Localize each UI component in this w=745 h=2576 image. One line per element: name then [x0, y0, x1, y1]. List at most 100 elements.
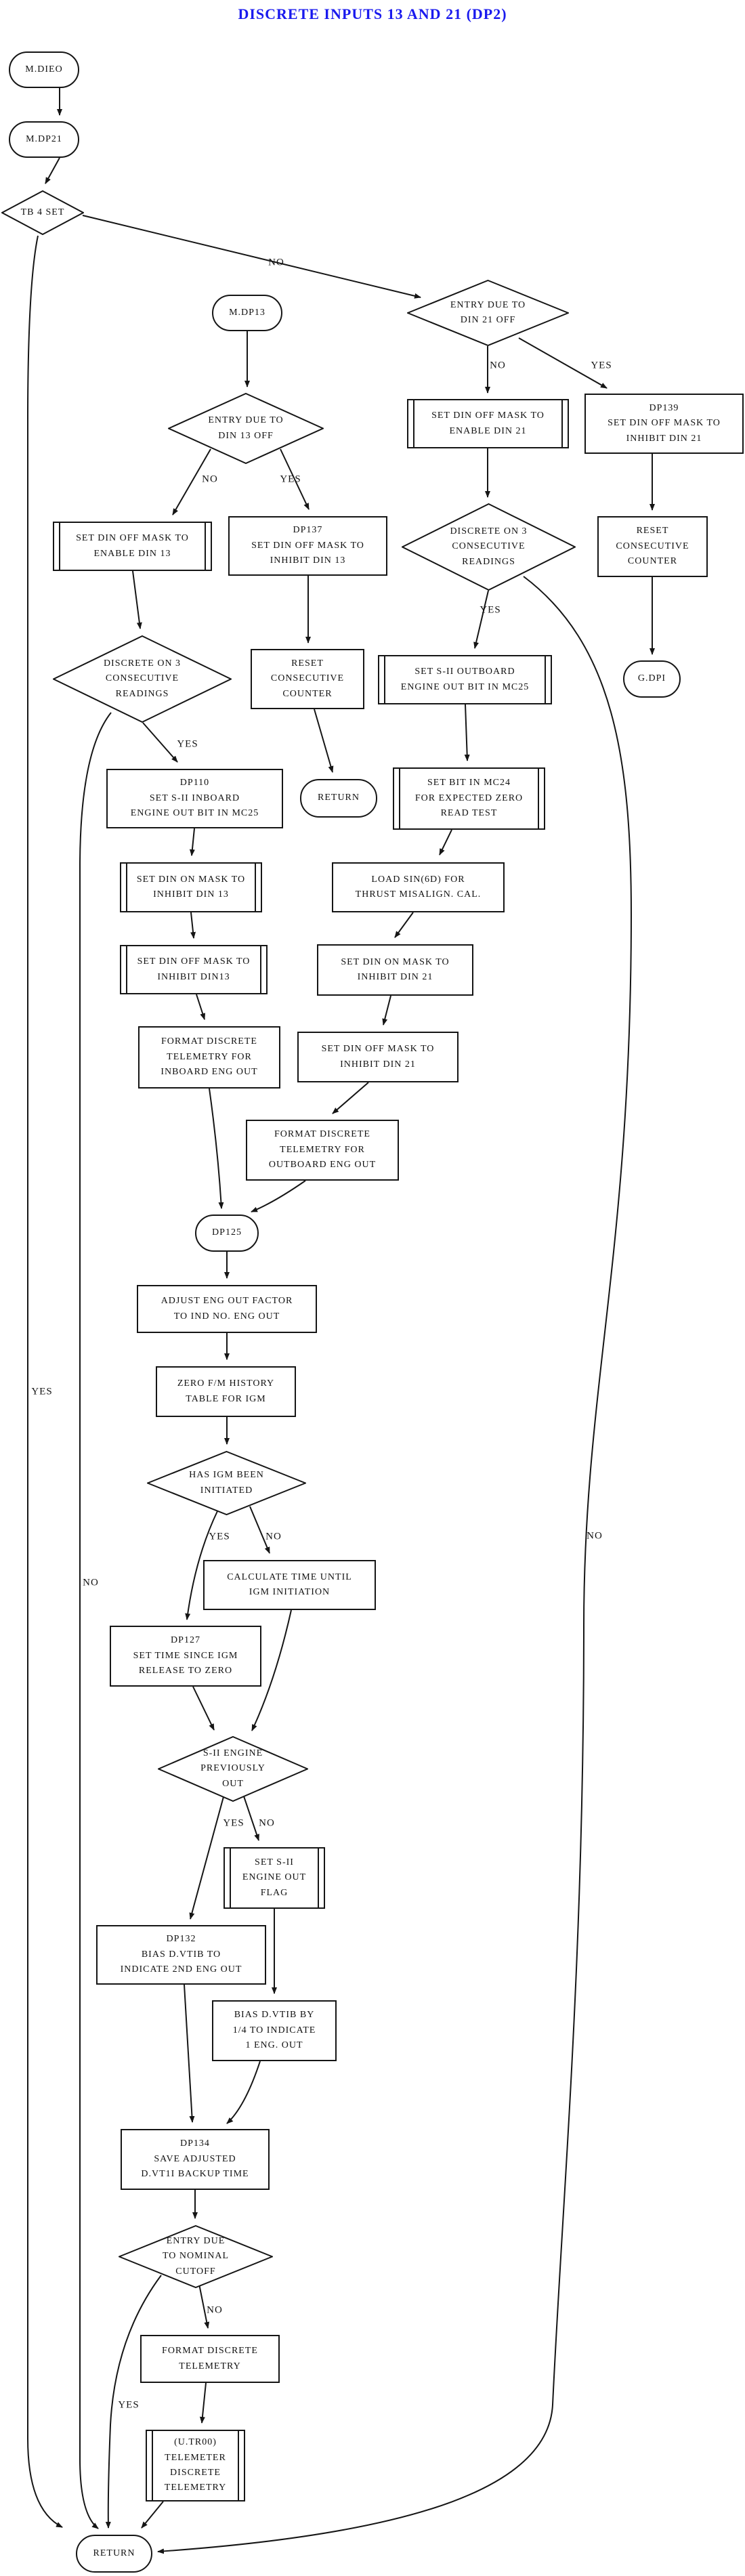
node-adjust: ADJUST ENG OUT FACTOR TO IND NO. ENG OUT: [137, 1285, 317, 1333]
node-label: FORMAT DISCRETE TELEMETRY FOR INBOARD EN…: [161, 1036, 258, 1078]
node-bias14: BIAS D.VTIB BY 1/4 TO INDICATE 1 ENG. OU…: [212, 2000, 337, 2061]
node-gdpi: G.DPI: [623, 660, 681, 698]
node-label: DP132 BIAS D.VTIB TO INDICATE 2ND ENG OU…: [120, 1934, 242, 1975]
edge-label-has-igm-yes: YES: [209, 1531, 230, 1542]
node-cutoff: ENTRY DUE TO NOMINAL CUTOFF: [119, 2225, 273, 2288]
diamond-shape: [147, 1451, 306, 1515]
edge-label-din13-no: NO: [202, 473, 218, 485]
node-zero-fm: ZERO F/M HISTORY TABLE FOR IGM: [156, 1366, 296, 1417]
node-mask21-on: SET DIN ON MASK TO INHIBIT DIN 21: [317, 944, 473, 996]
node-dp127: DP127 SET TIME SINCE IGM RELEASE TO ZERO: [110, 1626, 261, 1687]
node-dp110: DP110 SET S-II INBOARD ENGINE OUT BIT IN…: [106, 769, 283, 828]
node-utr00: (U.TR00) TELEMETER DISCRETE TELEMETRY: [146, 2430, 245, 2501]
node-label: FORMAT DISCRETE TELEMETRY FOR OUTBOARD E…: [268, 1129, 377, 1170]
edge-label-cutoff-no: NO: [207, 2304, 223, 2316]
node-label: DISCRETE ON 3 CONSECUTIVE READINGS: [450, 526, 528, 567]
node-fmt-outboard: FORMAT DISCRETE TELEMETRY FOR OUTBOARD E…: [246, 1120, 399, 1181]
diamond-shape: [119, 2225, 273, 2288]
diamond-shape: [402, 503, 576, 591]
node-s2-prev: S-II ENGINE PREVIOUSLY OUT: [158, 1736, 308, 1802]
edge-label-discrete-right-yes: YES: [480, 604, 501, 616]
node-entry-din13: ENTRY DUE TO DIN 13 OFF: [168, 393, 324, 464]
edge-label-s2-prev-yes: YES: [223, 1817, 244, 1829]
node-enable-din21: SET DIN OFF MASK TO ENABLE DIN 21: [407, 399, 569, 448]
node-label: SET S-II ENGINE OUT FLAG: [242, 1857, 307, 1898]
node-label: M.DP13: [229, 307, 265, 318]
node-label: DISCRETE ON 3 CONSECUTIVE READINGS: [103, 658, 182, 699]
node-label: RESET CONSECUTIVE COUNTER: [270, 658, 345, 699]
node-label: BIAS D.VTIB BY 1/4 TO INDICATE 1 ENG. OU…: [232, 2010, 316, 2051]
diamond-shape: [1, 190, 84, 235]
diamond-shape: [407, 280, 569, 346]
node-reset-counter-mid: RESET CONSECUTIVE COUNTER: [251, 649, 364, 709]
edge-label-din21-yes: YES: [591, 360, 612, 371]
edge-label-din13-yes: YES: [280, 473, 301, 485]
node-outboard-mc25: SET S-II OUTBOARD ENGINE OUT BIT IN MC25: [378, 655, 552, 704]
node-label: ENTRY DUE TO DIN 21 OFF: [450, 299, 526, 325]
node-discrete3-left: DISCRETE ON 3 CONSECUTIVE READINGS: [53, 635, 232, 723]
node-mc24: SET BIT IN MC24 FOR EXPECTED ZERO READ T…: [393, 767, 545, 830]
edge-label-has-igm-no: NO: [265, 1531, 282, 1542]
node-dp139: DP139 SET DIN OFF MASK TO INHIBIT DIN 21: [584, 394, 744, 454]
node-label: SET DIN OFF MASK TO INHIBIT DIN13: [137, 956, 251, 982]
node-label: SET DIN ON MASK TO INHIBIT DIN 13: [136, 874, 246, 900]
node-label: SET S-II OUTBOARD ENGINE OUT BIT IN MC25: [400, 667, 530, 692]
node-label: RESET CONSECUTIVE COUNTER: [616, 526, 689, 567]
node-dp125: DP125: [195, 1215, 259, 1252]
node-label: (U.TR00) TELEMETER DISCRETE TELEMETRY: [164, 2437, 227, 2493]
node-discrete3-right: DISCRETE ON 3 CONSECUTIVE READINGS: [402, 503, 576, 591]
node-label: HAS IGM BEEN INITIATED: [189, 1470, 264, 1496]
node-label: RETURN: [318, 793, 360, 803]
node-label: G.DPI: [637, 673, 666, 684]
edge-label-discrete-left-no: NO: [83, 1577, 99, 1588]
node-return-bottom: RETURN: [76, 2535, 152, 2573]
node-m-dieo: M.DIEO: [9, 51, 79, 88]
node-label: ENTRY DUE TO DIN 13 OFF: [208, 415, 284, 441]
edge-label-tb4set-no: NO: [268, 257, 284, 268]
node-label: SET DIN OFF MASK TO INHIBIT DIN 21: [321, 1044, 435, 1070]
node-fmt-inboard: FORMAT DISCRETE TELEMETRY FOR INBOARD EN…: [138, 1026, 280, 1089]
page-title: DISCRETE INPUTS 13 AND 21 (DP2): [238, 5, 507, 22]
node-label: DP134 SAVE ADJUSTED D.VT1I BACKUP TIME: [141, 2138, 249, 2180]
node-label: LOAD SIN(6D) FOR THRUST MISALIGN. CAL.: [355, 874, 482, 900]
node-label: DP125: [212, 1227, 242, 1238]
node-label: ZERO F/M HISTORY TABLE FOR IGM: [177, 1378, 275, 1404]
node-label: DP139 SET DIN OFF MASK TO INHIBIT DIN 21: [608, 402, 721, 444]
node-label: ADJUST ENG OUT FACTOR TO IND NO. ENG OUT: [161, 1296, 293, 1322]
node-calc-time: CALCULATE TIME UNTIL IGM INITIATION: [203, 1560, 376, 1610]
node-label: TB 4 SET: [20, 207, 65, 217]
edge-label-cutoff-yes: YES: [118, 2399, 140, 2411]
node-label: RETURN: [93, 2548, 135, 2558]
edge-label-din21-no: NO: [490, 360, 506, 371]
node-label: SET DIN ON MASK TO INHIBIT DIN 21: [341, 956, 450, 982]
node-fmt-dt: FORMAT DISCRETE TELEMETRY: [140, 2335, 280, 2383]
node-flag: SET S-II ENGINE OUT FLAG: [224, 1847, 325, 1909]
edge-label-s2-prev-no: NO: [259, 1817, 275, 1829]
node-m-dp21: M.DP21: [9, 121, 79, 158]
node-has-igm: HAS IGM BEEN INITIATED: [147, 1451, 306, 1515]
node-dp132: DP132 BIAS D.VTIB TO INDICATE 2ND ENG OU…: [96, 1925, 266, 1985]
node-label: FORMAT DISCRETE TELEMETRY: [162, 2346, 258, 2371]
node-label: DP110 SET S-II INBOARD ENGINE OUT BIT IN…: [130, 778, 259, 819]
node-label: CALCULATE TIME UNTIL IGM INITIATION: [227, 1571, 352, 1597]
edge-label-discrete-right-no: NO: [587, 1530, 603, 1542]
node-label: S-II ENGINE PREVIOUSLY OUT: [200, 1748, 265, 1789]
node-dp137: DP137 SET DIN OFF MASK TO INHIBIT DIN 13: [228, 516, 387, 576]
node-enable-din13: SET DIN OFF MASK TO ENABLE DIN 13: [53, 522, 212, 571]
node-label: DP127 SET TIME SINCE IGM RELEASE TO ZERO: [133, 1635, 238, 1676]
edge-label-tb4set-yes: YES: [31, 1386, 53, 1397]
node-label: M.DIEO: [25, 64, 63, 75]
node-label: M.DP21: [26, 133, 62, 144]
node-load-sin: LOAD SIN(6D) FOR THRUST MISALIGN. CAL.: [332, 862, 505, 912]
edge-label-discrete-left-yes: YES: [177, 738, 198, 750]
node-mask21-off: SET DIN OFF MASK TO INHIBIT DIN 21: [297, 1032, 459, 1082]
node-label: ENTRY DUE TO NOMINAL CUTOFF: [162, 2235, 229, 2277]
node-mask13-on: SET DIN ON MASK TO INHIBIT DIN 13: [120, 862, 262, 912]
node-entry-din21: ENTRY DUE TO DIN 21 OFF: [407, 280, 569, 346]
node-label: SET DIN OFF MASK TO ENABLE DIN 13: [76, 533, 189, 559]
node-dp134: DP134 SAVE ADJUSTED D.VT1I BACKUP TIME: [121, 2129, 270, 2190]
node-mask13-off: SET DIN OFF MASK TO INHIBIT DIN13: [120, 945, 268, 994]
node-label: DP137 SET DIN OFF MASK TO INHIBIT DIN 13: [251, 525, 364, 566]
